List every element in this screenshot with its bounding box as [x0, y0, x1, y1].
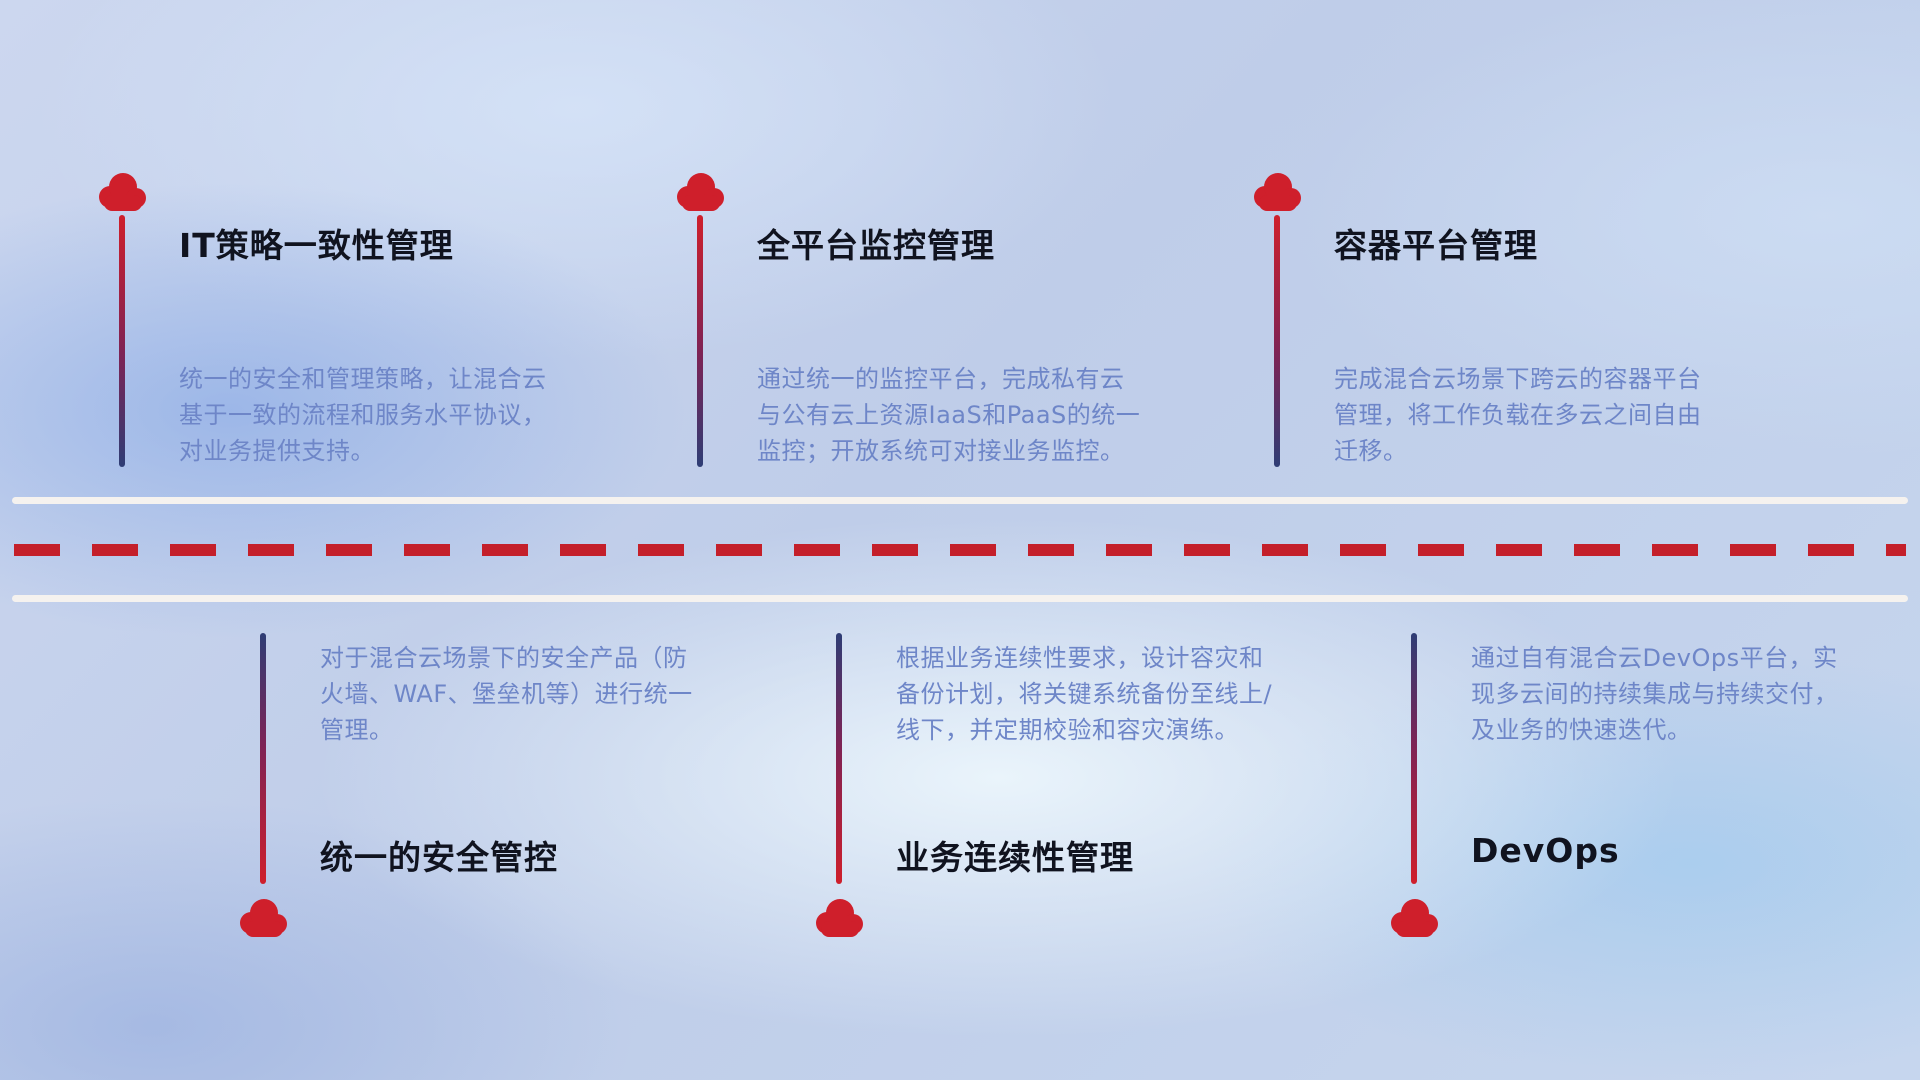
road-top-line [12, 497, 1908, 504]
cloud-icon [811, 897, 867, 937]
feature-title: 统一的安全管控 [320, 838, 558, 877]
feature-description: 完成混合云场景下跨云的容器平台管理，将工作负载在多云之间自由迁移。 [1334, 365, 1702, 465]
feature-description: 对于混合云场景下的安全产品（防火墙、WAF、堡垒机等）进行统一管理。 [320, 644, 693, 744]
cloud-icon [672, 171, 728, 211]
cloud-icon [94, 171, 150, 211]
connector-line [1274, 215, 1280, 467]
connector-line [119, 215, 125, 467]
cloud-icon [235, 897, 291, 937]
feature-devops: 通过自有混合云DevOps平台，实现多云间的持续集成与持续交付，及业务的快速迭代… [1386, 633, 1906, 1043]
feature-business-continuity: 根据业务连续性要求，设计容灾和备份计划，将关键系统备份至线上/线下，并定期校验和… [811, 633, 1331, 1043]
feature-description: 统一的安全和管理策略，让混合云基于一致的流程和服务水平协议，对业务提供支持。 [179, 365, 547, 465]
feature-description: 通过自有混合云DevOps平台，实现多云间的持续集成与持续交付，及业务的快速迭代… [1471, 644, 1839, 744]
feature-it-policy-management: IT策略一致性管理 统一的安全和管理策略，让混合云基于一致的流程和服务水平协议，… [94, 171, 614, 581]
feature-platform-monitoring: 全平台监控管理 通过统一的监控平台，完成私有云与公有云上资源IaaS和PaaS的… [672, 171, 1192, 581]
feature-title: DevOps [1471, 831, 1620, 870]
cloud-icon [1249, 171, 1305, 211]
road-bottom-line [12, 595, 1908, 602]
cloud-icon [1386, 897, 1442, 937]
feature-title: 业务连续性管理 [896, 838, 1134, 877]
feature-title: 全平台监控管理 [757, 226, 995, 265]
feature-security-control: 对于混合云场景下的安全产品（防火墙、WAF、堡垒机等）进行统一管理。 统一的安全… [235, 633, 755, 1043]
connector-line [836, 633, 842, 884]
feature-description: 通过统一的监控平台，完成私有云与公有云上资源IaaS和PaaS的统一监控；开放系… [757, 365, 1141, 465]
feature-description: 根据业务连续性要求，设计容灾和备份计划，将关键系统备份至线上/线下，并定期校验和… [896, 644, 1273, 744]
feature-title: 容器平台管理 [1334, 226, 1538, 265]
connector-line [1411, 633, 1417, 884]
feature-title: IT策略一致性管理 [179, 226, 454, 265]
connector-line [697, 215, 703, 467]
road-dashed-line [14, 544, 1906, 556]
connector-line [260, 633, 266, 884]
feature-container-platform: 容器平台管理 完成混合云场景下跨云的容器平台管理，将工作负载在多云之间自由迁移。 [1249, 171, 1769, 581]
